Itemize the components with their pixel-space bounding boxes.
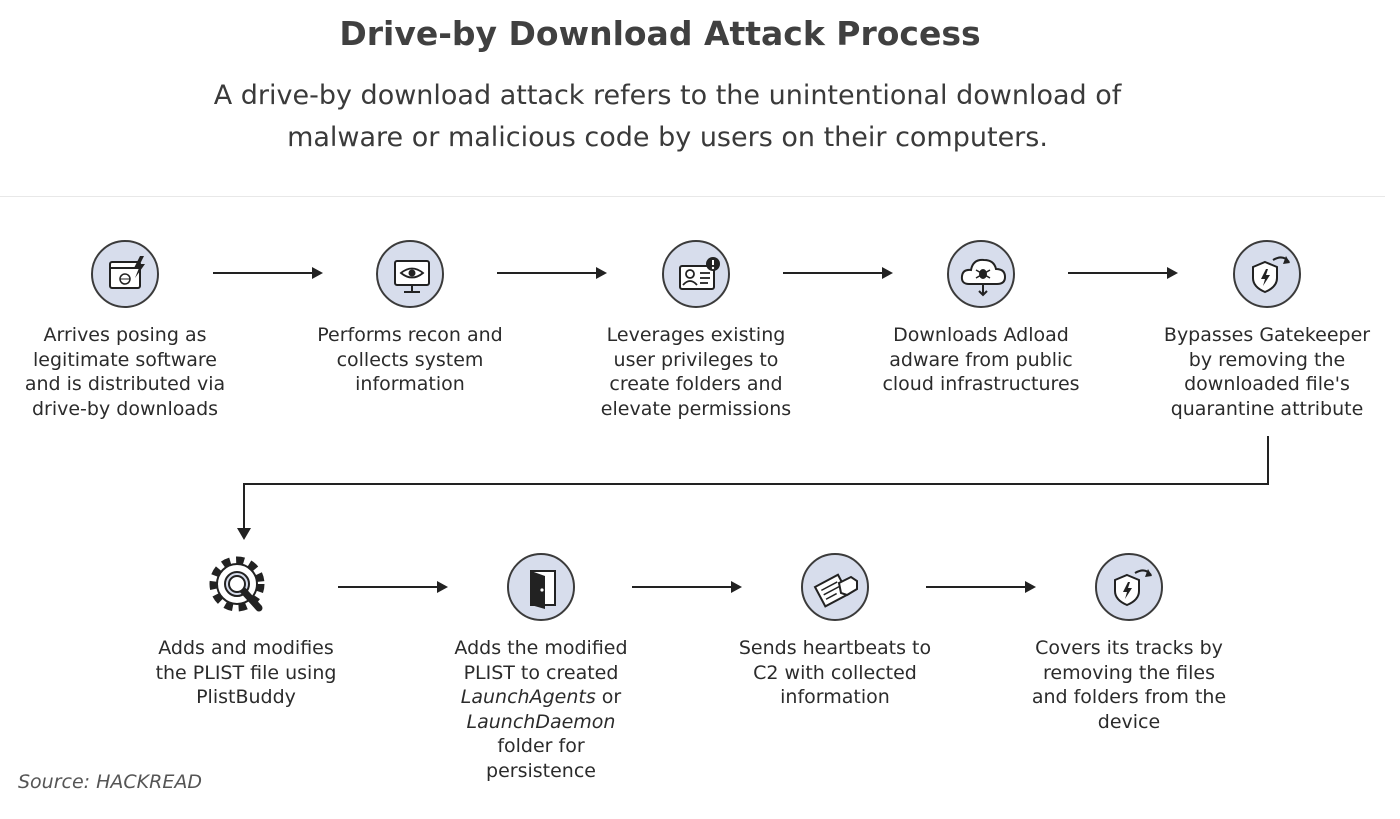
diagram-subtitle: A drive-by download attack refers to the… [213,80,1122,153]
shield-cover-tracks-icon [1095,553,1163,621]
diagram-title: Drive-by Download Attack Process [339,14,981,53]
shield-bypass-icon [1233,240,1301,308]
flow-arrow [926,581,1036,593]
gear-wrench-icon [206,551,274,619]
connector-line [1267,436,1269,485]
connector-arrowhead [237,528,251,540]
connector-line [243,483,1269,485]
step-label-connector: or [595,686,622,708]
source-credit: Source: HACKREAD [18,771,202,793]
flow-arrow [632,581,742,593]
user-card-alert-icon [662,240,730,308]
flow-arrow [338,581,448,593]
cloud-bug-download-icon [947,240,1015,308]
door-folder-icon [507,553,575,621]
hand-document-icon [801,553,869,621]
flow-arrow [213,267,323,279]
flow-arrow [497,267,607,279]
divider [0,196,1385,197]
flow-arrow [1068,267,1178,279]
connector-line [243,483,245,530]
browser-window-lightning-icon [91,240,159,308]
flow-arrow [783,267,893,279]
monitor-eye-icon [376,240,444,308]
